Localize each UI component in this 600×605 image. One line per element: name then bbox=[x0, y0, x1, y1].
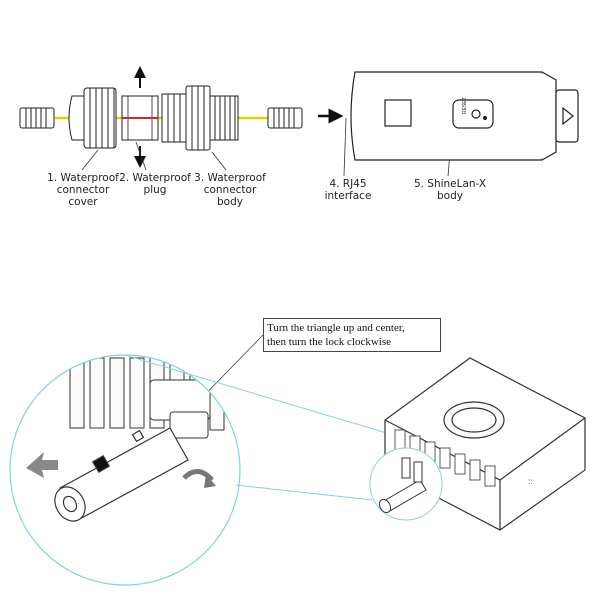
label-line: connector bbox=[203, 184, 257, 196]
zoom-line-top bbox=[124, 354, 411, 441]
label-line: 3. Waterproof bbox=[194, 172, 266, 184]
magnifier-view bbox=[9, 354, 241, 586]
label-line: 4. RJ45 bbox=[329, 178, 367, 190]
triangle-icon bbox=[562, 106, 574, 126]
waterproof-connector-cover bbox=[68, 87, 117, 149]
label-line: body bbox=[437, 190, 463, 202]
rj45-plug-left bbox=[19, 107, 55, 129]
label-waterproof-plug: 2. Waterproof plug bbox=[115, 172, 195, 196]
exploded-assembly bbox=[19, 66, 453, 177]
label-shinelan-body: 5. ShineLan-X body bbox=[408, 178, 492, 202]
push-arrow-icon bbox=[26, 452, 58, 478]
waterproof-plug bbox=[121, 66, 159, 168]
zoom-line-bottom bbox=[235, 484, 373, 501]
callout-line-1: Turn the triangle up and center, bbox=[267, 322, 405, 334]
label-line: 2. Waterproof bbox=[119, 172, 191, 184]
shinelan-stick bbox=[54, 427, 189, 522]
instruction-callout: Turn the triangle up and center, then tu… bbox=[263, 318, 441, 352]
detail-circle bbox=[369, 447, 443, 521]
rj45-interface bbox=[384, 99, 412, 127]
svg-text:::: :: bbox=[528, 477, 532, 486]
device-button-label: RESET bbox=[462, 97, 468, 114]
label-line: body bbox=[217, 196, 243, 208]
label-connector-cover: 1. Waterproof connector cover bbox=[38, 172, 128, 208]
label-line: plug bbox=[143, 184, 167, 196]
label-rj45-interface: 4. RJ45 interface bbox=[318, 178, 378, 202]
label-line: connector bbox=[56, 184, 110, 196]
rj45-plug-right bbox=[267, 107, 303, 129]
status-led-icon bbox=[471, 109, 481, 119]
label-connector-body: 3. Waterproof connector body bbox=[188, 172, 272, 208]
callout-line-2: then turn the lock clockwise bbox=[267, 336, 392, 348]
label-line: 1. Waterproof bbox=[47, 172, 119, 184]
rotate-clockwise-icon bbox=[182, 469, 214, 482]
label-line: interface bbox=[324, 190, 372, 202]
waterproof-connector-body bbox=[161, 85, 239, 151]
label-line: 5. ShineLan-X bbox=[413, 178, 487, 190]
shinelan-x-device: RESET bbox=[350, 71, 579, 161]
label-line: cover bbox=[68, 196, 98, 208]
